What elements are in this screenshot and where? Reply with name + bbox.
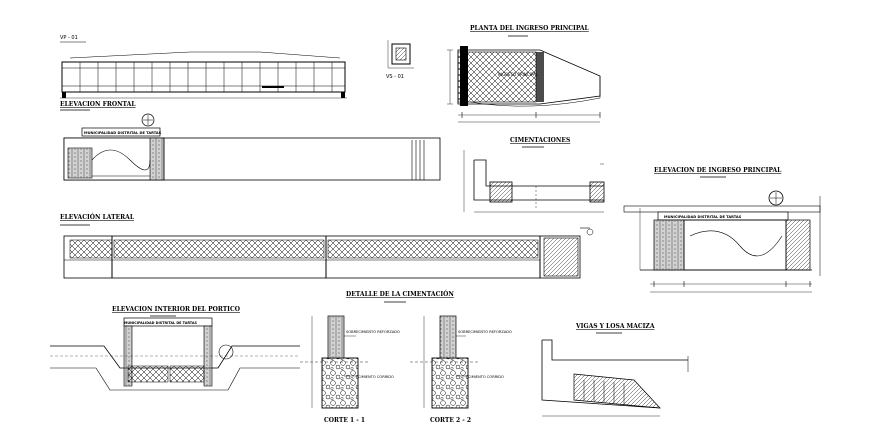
entrance-plan [447, 46, 601, 123]
section-2-note-a: SOBRECIMIENTO REFORZADO [458, 330, 512, 334]
column-vs01-section [387, 40, 414, 69]
foundation-plan [463, 150, 605, 213]
column-tag: VS - 01 [386, 74, 404, 80]
section-2-note-b: CIMIENTO CORRIDO [468, 375, 504, 379]
section-1-note-b: CIMIENTO CORRIDO [358, 375, 394, 379]
beams-title: VIGAS Y LOSA MACIZA [575, 323, 655, 330]
interior-elevation-sign: MUNICIPALIDAD DISTRITAL DE TARTAS [124, 321, 197, 325]
side-elevation [63, 227, 594, 279]
beams-slab-detail [541, 339, 689, 417]
front-elevation-title: ELEVACION FRONTAL [60, 101, 136, 108]
plan-inner-label: INGRESO PRINCIPAL [498, 72, 539, 77]
section-1-label: CORTE 1 - 1 [324, 417, 365, 424]
interior-elevation-title: ELEVACION INTERIOR DEL PORTICO [112, 306, 240, 313]
foundation-title: CIMENTACIONES [510, 137, 570, 144]
detail-title: DETALLE DE LA CIMENTACIÓN [346, 290, 454, 298]
main-entrance-elevation [623, 190, 821, 293]
main-elevation-title: ELEVACION DE INGRESO PRINCIPAL [654, 167, 782, 174]
front-elevation-sign: MUNICIPALIDAD DISTRITAL DE TARTAS [84, 131, 162, 135]
beam-tag: VP - 01 [60, 35, 78, 41]
main-elevation-sign: MUNICIPALIDAD DISTRITAL DE TARTAS [664, 215, 742, 219]
portico-interior-elevation [50, 317, 300, 391]
plan-title: PLANTA DEL INGRESO PRINCIPAL [470, 25, 590, 32]
beam-vp01-detail [60, 51, 347, 99]
foundation-section-2 [410, 315, 480, 409]
section-1-note-a: SOBRECIMIENTO REFORZADO [346, 330, 400, 334]
front-elevation [63, 113, 441, 181]
side-elevation-title: ELEVACIÓN LATERAL [60, 213, 135, 221]
foundation-section-1 [300, 315, 370, 409]
section-2-label: CORTE 2 - 2 [430, 417, 471, 424]
